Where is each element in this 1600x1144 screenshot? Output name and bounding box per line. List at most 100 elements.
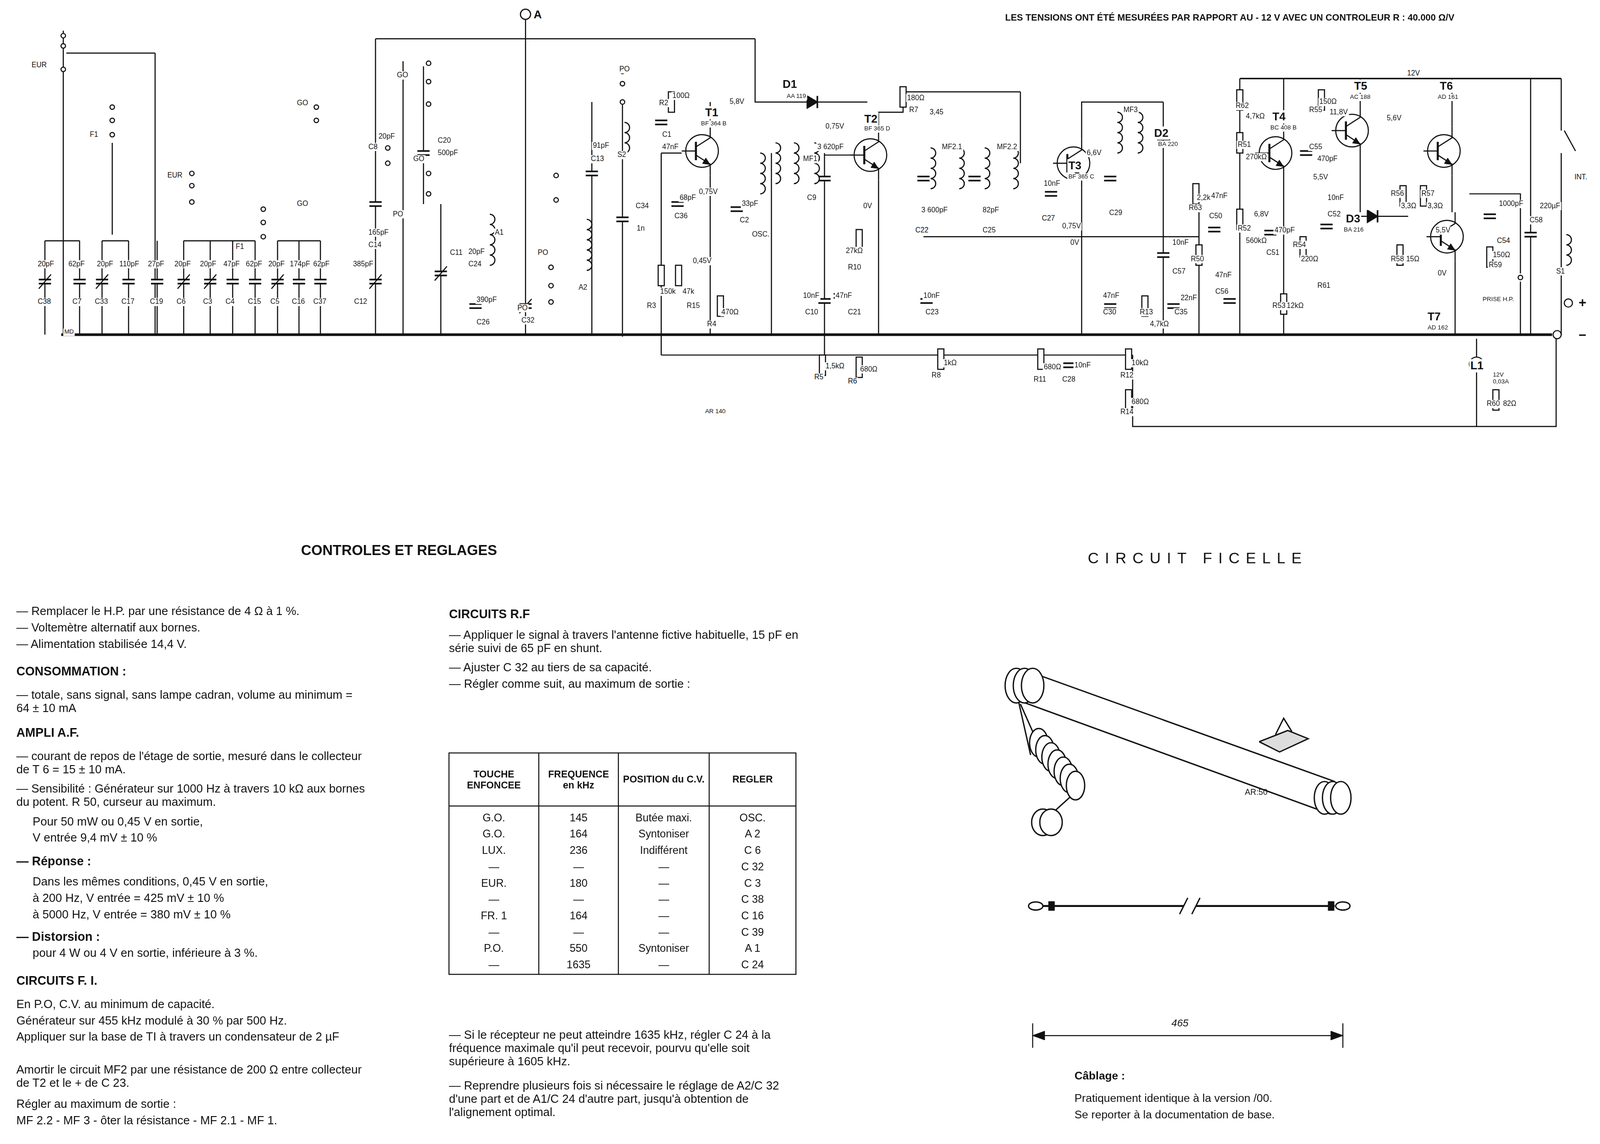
wire <box>1019 91 1021 164</box>
component-label: 4,7kΩ <box>1244 112 1266 121</box>
table-cell: — <box>448 956 539 973</box>
component-label: C2 <box>738 216 750 225</box>
component-label: R60 <box>1485 400 1501 409</box>
component-label: D3 <box>1345 212 1362 226</box>
component-label: 390pF <box>475 296 498 305</box>
component-label: D1 <box>781 77 799 91</box>
instruction-text: — Réponse : <box>16 854 92 870</box>
instruction-text: pour 4 W ou 4 V en sortie, inférieure à … <box>32 946 258 961</box>
capacitor-symbol <box>671 201 684 206</box>
component-label: EUR <box>30 61 48 70</box>
wire <box>44 240 80 242</box>
table-cell: Syntoniser <box>618 825 709 843</box>
instruction-text: Amortir le circuit MF2 par une résistanc… <box>16 1063 364 1091</box>
capacitor-symbol <box>292 279 306 284</box>
capacitor-symbol <box>1320 224 1333 229</box>
wire <box>128 240 130 335</box>
instruction-text: CIRCUITS R.F <box>448 608 530 623</box>
component-label: C8 <box>367 142 379 152</box>
component-label: T1 <box>703 106 719 119</box>
capacitor-symbol <box>585 171 599 176</box>
component-label: OSC. <box>751 230 771 239</box>
component-label: 20pF <box>377 132 396 141</box>
instruction-text: CONSOMMATION : <box>16 665 127 680</box>
table-cell: G.O. <box>448 825 539 843</box>
component-label: C52 <box>1326 210 1342 219</box>
table-cell: — <box>618 890 709 908</box>
table-cell: C 32 <box>709 858 797 875</box>
component-label: 6,6V <box>1085 149 1103 158</box>
trimmer-symbol <box>369 274 382 289</box>
wire <box>1564 130 1576 152</box>
capacitor-symbol <box>1483 214 1497 219</box>
component-label: C21 <box>847 308 863 317</box>
capacitor-symbol <box>1156 253 1170 258</box>
wire <box>1081 187 1082 335</box>
switch-contact <box>60 43 66 49</box>
component-label: AA 119 <box>785 92 808 100</box>
component-label: C22 <box>914 226 930 235</box>
capacitor-symbol <box>369 201 382 206</box>
switch-contact <box>260 220 266 225</box>
resistor-symbol <box>675 265 682 287</box>
component-label: 1000pF <box>1497 200 1525 209</box>
component-label: 10nF <box>1043 179 1062 188</box>
component-label: 180Ω <box>906 93 926 103</box>
component-label: R4 <box>706 320 718 329</box>
component-label: 10nF <box>801 291 821 301</box>
table-cell: C 24 <box>709 956 797 973</box>
wire <box>1454 261 1456 336</box>
component-label: C9 <box>805 194 817 203</box>
component-label: GO <box>296 98 310 108</box>
table-cell: — <box>448 923 539 941</box>
wire <box>591 102 593 335</box>
wire <box>1081 102 1163 139</box>
switch-contact <box>426 171 432 176</box>
component-label: R61 <box>1316 281 1332 290</box>
component-label: 150k <box>659 287 677 297</box>
component-label: C19 <box>149 297 165 307</box>
component-label: T7 <box>1426 310 1442 324</box>
component-label: 165pF <box>367 228 390 237</box>
wire <box>524 18 526 335</box>
component-label: C27 <box>1040 214 1056 223</box>
component-label: + <box>1577 296 1588 312</box>
capacitor-symbol <box>122 279 136 284</box>
switch-contact <box>385 145 390 151</box>
wire <box>660 152 662 355</box>
table-cell: POSITION du C.V. <box>618 755 709 806</box>
capacitor-symbol <box>151 279 164 284</box>
capacitor-symbol <box>417 151 430 156</box>
component-label: BA 220 <box>1156 140 1179 148</box>
wire <box>62 30 64 335</box>
component-label: 27pF <box>146 260 166 269</box>
component-label: C29 <box>1108 209 1124 218</box>
component-label: C38 <box>36 297 52 307</box>
wire <box>111 142 113 235</box>
instruction-text: Régler au maximum de sortie : <box>16 1097 177 1112</box>
component-label: BC 408 B <box>1269 124 1298 132</box>
component-label: S1 <box>1555 267 1567 276</box>
component-label: PO <box>618 65 631 74</box>
component-label: C7 <box>71 297 83 307</box>
instruction-text: Pratiquement identique à la version /00. <box>1074 1091 1273 1105</box>
switch-contact <box>189 200 195 205</box>
instruction-text: AMPLI A.F. <box>16 726 80 741</box>
component-label: 47k <box>681 287 696 297</box>
capacitor-symbol <box>1103 176 1117 181</box>
trimmer-symbol <box>204 274 217 289</box>
wire <box>709 175 711 335</box>
component-label: C35 <box>1173 308 1189 317</box>
component-label: 22nF <box>1179 293 1198 303</box>
component-label: C32 <box>520 316 536 325</box>
instruction-text: — Si le récepteur ne peut atteindre 1635… <box>448 1028 801 1069</box>
component-label: 3 600pF <box>920 205 949 215</box>
component-label: R63 <box>1187 204 1203 213</box>
instruction-text: Pour 50 mW ou 0,45 V en sortie, <box>32 815 203 829</box>
component-label: A1 <box>493 228 505 237</box>
coil-symbol <box>1137 112 1143 153</box>
capacitor-symbol <box>818 176 831 181</box>
table-cell: — <box>618 858 709 875</box>
wire <box>101 240 103 335</box>
